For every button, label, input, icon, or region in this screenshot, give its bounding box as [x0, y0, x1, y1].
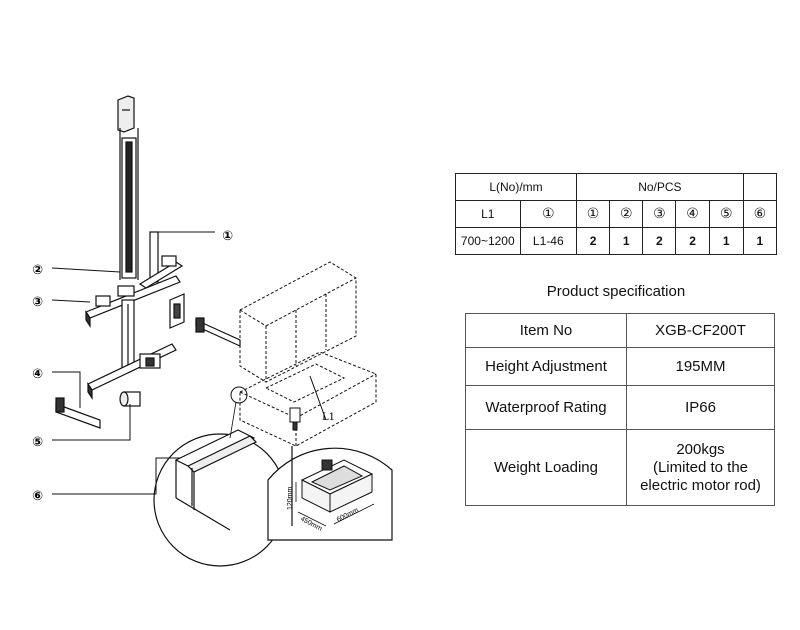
- sink-dimension-detail: 120mm 450mm 600mm: [267, 446, 393, 541]
- subheader-item: ⑤: [708, 200, 744, 228]
- spec-key: Waterproof Rating: [465, 385, 627, 430]
- spec-row: Waterproof Rating IP66: [465, 385, 775, 430]
- subheader-item: ②: [609, 200, 644, 228]
- spec-value: 195MM: [626, 347, 775, 386]
- row-qty: 2: [675, 227, 710, 255]
- spec-title: Product specification: [546, 283, 686, 300]
- part-1-top-arm: [138, 231, 184, 289]
- header-length: L(No)/mm: [455, 173, 577, 201]
- callout-leaders: [51, 231, 215, 495]
- row-qty: 2: [575, 227, 611, 255]
- spec-key: Height Adjustment: [465, 347, 627, 386]
- spec-value: 200kgs (Limited to the electric motor ro…: [626, 429, 775, 506]
- parts-table-data-row: 700~1200 L1-46 2 1 2 2 1 1: [455, 227, 778, 255]
- spec-table: Item No XGB-CF200T Height Adjustment 195…: [465, 313, 775, 506]
- spec-value: IP66: [626, 385, 775, 430]
- part-5-cylinder: [119, 391, 141, 407]
- faucet-hint: [289, 407, 301, 431]
- parts-table-subheader-row: L1 ① ① ② ③ ④ ⑤ ⑥: [455, 200, 778, 228]
- lower-column: [121, 299, 135, 371]
- subheader-item: ①: [519, 200, 577, 228]
- sink-cabinet: [239, 351, 377, 447]
- spec-row: Height Adjustment 195MM: [465, 347, 775, 386]
- part-6-detail: [153, 401, 287, 567]
- callout-2: ②: [32, 263, 43, 278]
- wall-plate: [169, 293, 185, 329]
- upper-cabinet: [239, 261, 357, 383]
- callout-3: ③: [32, 295, 43, 310]
- detail-marker: [230, 386, 248, 404]
- subheader-item: ④: [675, 200, 710, 228]
- row-qty: 1: [609, 227, 644, 255]
- row-range: 700~1200: [455, 227, 521, 255]
- subheader-item: ①: [575, 200, 611, 228]
- parts-table-header-row: L(No)/mm No/PCS: [455, 173, 778, 201]
- spec-value: XGB-CF200T: [626, 313, 775, 348]
- spec-key: Item No: [465, 313, 627, 348]
- spec-key: Weight Loading: [465, 429, 627, 506]
- row-qty: 1: [708, 227, 744, 255]
- vertical-column: [117, 95, 139, 280]
- part-3-upper-bar: [85, 275, 181, 328]
- callout-1: ①: [222, 229, 233, 244]
- lower-bar: [87, 343, 177, 400]
- callout-4: ④: [32, 367, 43, 382]
- row-qty: 1: [742, 227, 778, 255]
- assembly-drawing: L1 120mm 450mm: [32, 95, 393, 567]
- l1-marker-line: [309, 375, 327, 421]
- callout-6: ⑥: [32, 489, 43, 504]
- subheader-item: ⑥: [742, 200, 778, 228]
- part-4-angle-bar: [55, 397, 101, 429]
- subheader-l1: L1: [455, 200, 521, 228]
- spec-row: Item No XGB-CF200T: [465, 313, 775, 348]
- callout-5: ⑤: [32, 435, 43, 450]
- subheader-item: ③: [642, 200, 677, 228]
- header-quantity: No/PCS: [575, 173, 744, 201]
- row-qty: 2: [642, 227, 677, 255]
- l1-marker: L1: [322, 412, 335, 423]
- parts-table: L(No)/mm No/PCS L1 ① ① ② ③ ④ ⑤ ⑥ 700~120…: [455, 173, 778, 255]
- header-extra: [742, 173, 778, 201]
- row-item1-value: L1-46: [519, 227, 577, 255]
- height-dimension: 120mm: [287, 486, 294, 510]
- side-bracket: [195, 317, 241, 347]
- spec-row: Weight Loading 200kgs (Limited to the el…: [465, 429, 775, 506]
